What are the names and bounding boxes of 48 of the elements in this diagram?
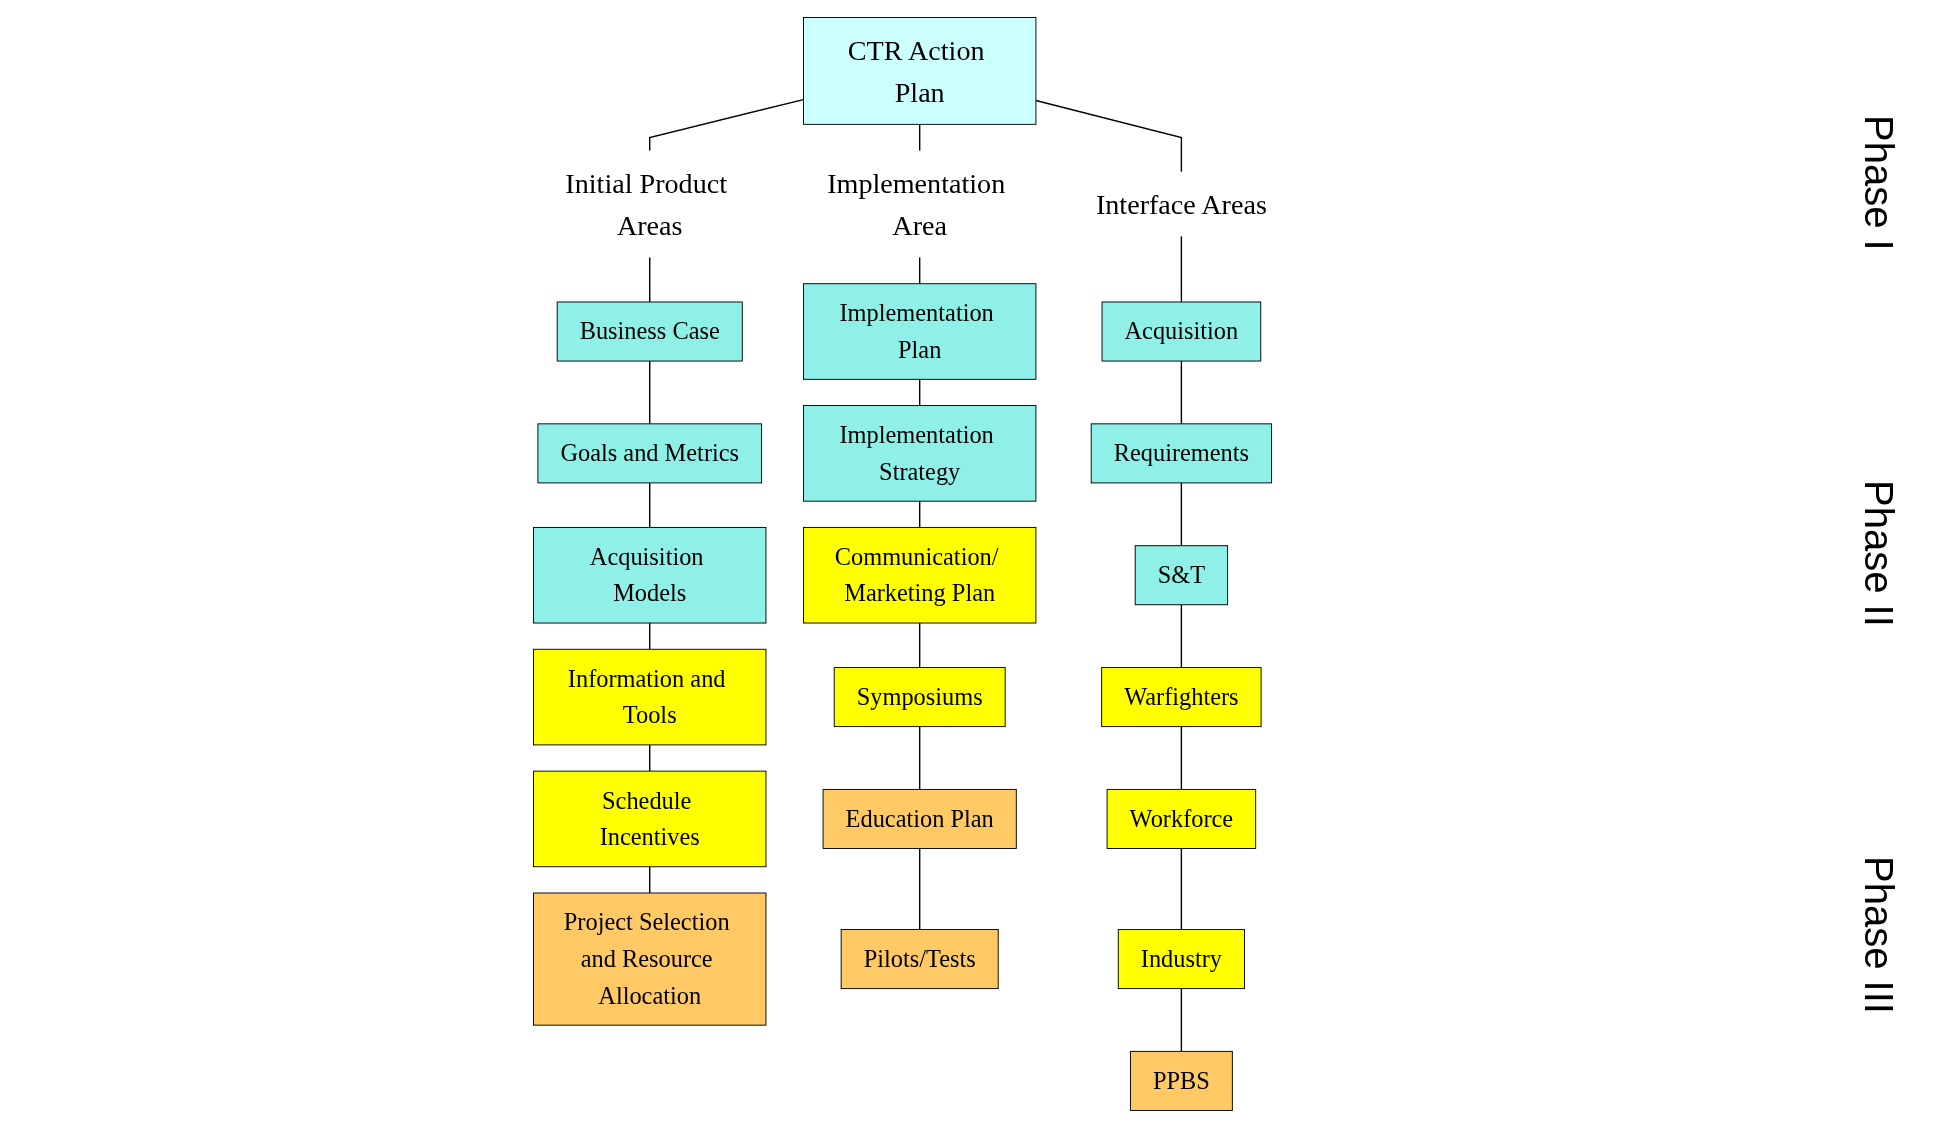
connector [1180,987,1183,1053]
phase-label: Phase I [1855,114,1901,251]
node-box: S&T [1134,545,1229,606]
connector [1180,235,1183,303]
connector [919,847,921,931]
node-box: Requirements [1090,423,1273,484]
node-text: Initial Product Areas [565,167,728,241]
connector [1180,604,1183,669]
phase-label: Phase III [1855,855,1901,1014]
connector [1180,482,1183,547]
node-box: Information and Tools [533,648,767,746]
phase-label: Phase II [1855,479,1901,627]
node-box: Workforce [1106,788,1257,849]
connector [649,256,651,303]
node-box: Schedule Incentives [533,770,767,868]
node-box: Implementation Strategy [803,405,1037,502]
node-box: Acquisition [1101,301,1262,362]
node-box: Project Selection and Resource Allocation [533,892,767,1026]
node-text: Implementation Area [827,167,1006,241]
connector [919,725,921,791]
connector [649,866,651,894]
node-box: PPBS [1130,1050,1233,1111]
connector [919,622,921,669]
node-box: Communication/ Marketing Plan [803,526,1037,624]
connector [649,622,651,650]
connector [919,500,921,529]
node-box: Symposiums [833,667,1006,728]
connector [649,360,651,425]
connector [1180,847,1183,931]
connector [649,98,805,152]
connector [1035,99,1183,173]
node-box: Business Case [556,301,743,362]
connector [1180,360,1183,425]
node-box: Warfighters [1101,667,1262,728]
connector [919,256,921,285]
connector [919,378,921,407]
connector [919,123,921,152]
node-box: Acquisition Models [533,526,767,624]
node-box: Industry [1117,929,1246,990]
node-box: CTR Action Plan [803,17,1037,125]
node-box: Implementation Plan [803,283,1037,380]
connector [649,744,651,772]
connector [1180,725,1183,791]
node-box: Education Plan [822,788,1017,849]
node-text: Interface Areas [1095,188,1267,220]
connector [649,482,651,529]
node-box: Goals and Metrics [537,423,763,484]
node-box: Pilots/Tests [840,929,999,990]
